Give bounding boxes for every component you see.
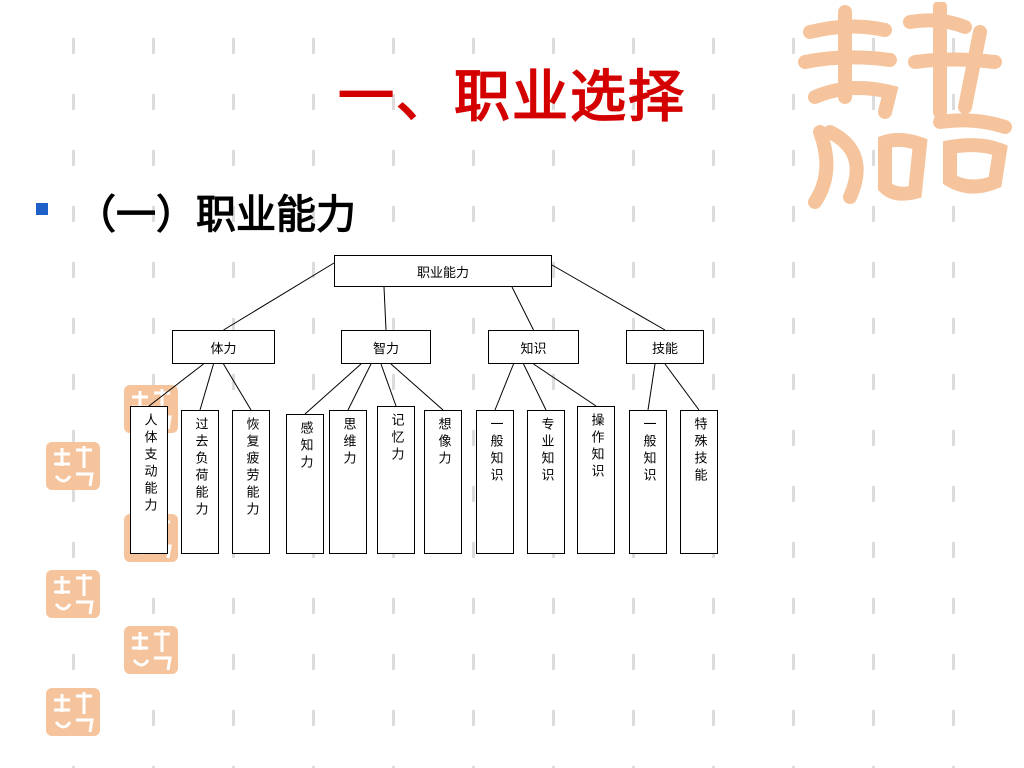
leaf-node-1-0: 感知力 bbox=[286, 414, 324, 554]
leaf-node-3-0-label: 一般知识 bbox=[640, 417, 656, 485]
leaf-node-3-1-label: 特殊技能 bbox=[691, 417, 707, 485]
auspicious-seal-large bbox=[798, 2, 1012, 209]
root-node-label: 职业能力 bbox=[416, 265, 469, 281]
connector-line bbox=[223, 262, 335, 331]
auspicious-seal-small-6 bbox=[46, 688, 100, 736]
connector-line bbox=[511, 286, 534, 331]
connector-line bbox=[533, 363, 597, 407]
auspicious-seal-small-2 bbox=[46, 442, 100, 490]
connector-line bbox=[383, 286, 387, 331]
connector-line bbox=[223, 363, 252, 411]
category-node-1: 智力 bbox=[341, 330, 431, 364]
category-node-3-label: 技能 bbox=[651, 341, 678, 357]
auspicious-seal-small-4 bbox=[46, 570, 100, 618]
leaf-node-2-1: 专业知识 bbox=[527, 410, 565, 554]
connector-line bbox=[380, 363, 397, 407]
leaf-node-3-1: 特殊技能 bbox=[680, 410, 718, 554]
leaf-node-0-1-label: 过去负荷能力 bbox=[192, 417, 208, 519]
connector-line bbox=[664, 363, 700, 411]
root-node: 职业能力 bbox=[334, 255, 552, 287]
category-node-0: 体力 bbox=[172, 330, 275, 364]
leaf-node-0-2-label: 恢复疲劳能力 bbox=[243, 417, 259, 519]
leaf-node-2-2-label: 操作知识 bbox=[588, 413, 604, 481]
leaf-node-1-3: 想像力 bbox=[424, 410, 462, 554]
connector-line bbox=[347, 363, 372, 411]
category-node-3: 技能 bbox=[626, 330, 704, 364]
connector-line bbox=[551, 264, 666, 331]
leaf-node-1-0-label: 感知力 bbox=[297, 421, 313, 472]
leaf-node-1-2-label: 记忆力 bbox=[388, 413, 404, 464]
leaf-node-0-2: 恢复疲劳能力 bbox=[232, 410, 270, 554]
category-node-1-label: 智力 bbox=[372, 341, 399, 357]
connector-line bbox=[523, 363, 547, 411]
slide-subtitle: （一）职业能力 bbox=[76, 192, 356, 238]
category-node-2-label: 知识 bbox=[520, 341, 547, 357]
auspicious-seal-small-5 bbox=[124, 626, 178, 674]
connector-line bbox=[390, 363, 444, 411]
leaf-node-2-2: 操作知识 bbox=[577, 406, 615, 554]
leaf-node-0-0: 人体支动能力 bbox=[130, 406, 168, 554]
connector-line bbox=[199, 363, 214, 411]
leaf-node-0-0-label: 人体支动能力 bbox=[141, 413, 157, 515]
leaf-node-1-1: 思维力 bbox=[329, 410, 367, 554]
leaf-node-1-1-label: 思维力 bbox=[340, 417, 356, 468]
leaf-node-1-3-label: 想像力 bbox=[435, 417, 451, 468]
bullet-square bbox=[36, 203, 48, 215]
connector-line bbox=[647, 363, 656, 411]
category-node-2: 知识 bbox=[488, 330, 579, 364]
connector-line bbox=[304, 363, 362, 415]
leaf-node-3-0: 一般知识 bbox=[629, 410, 667, 554]
category-node-0-label: 体力 bbox=[210, 341, 237, 357]
leaf-node-2-1-label: 专业知识 bbox=[538, 417, 554, 485]
leaf-node-2-0-label: 一般知识 bbox=[487, 417, 503, 485]
leaf-node-0-1: 过去负荷能力 bbox=[181, 410, 219, 554]
leaf-node-2-0: 一般知识 bbox=[476, 410, 514, 554]
slide-title: 一、职业选择 bbox=[338, 65, 686, 130]
connector-line bbox=[494, 363, 514, 411]
connector-line bbox=[148, 363, 204, 407]
leaf-node-1-2: 记忆力 bbox=[377, 406, 415, 554]
